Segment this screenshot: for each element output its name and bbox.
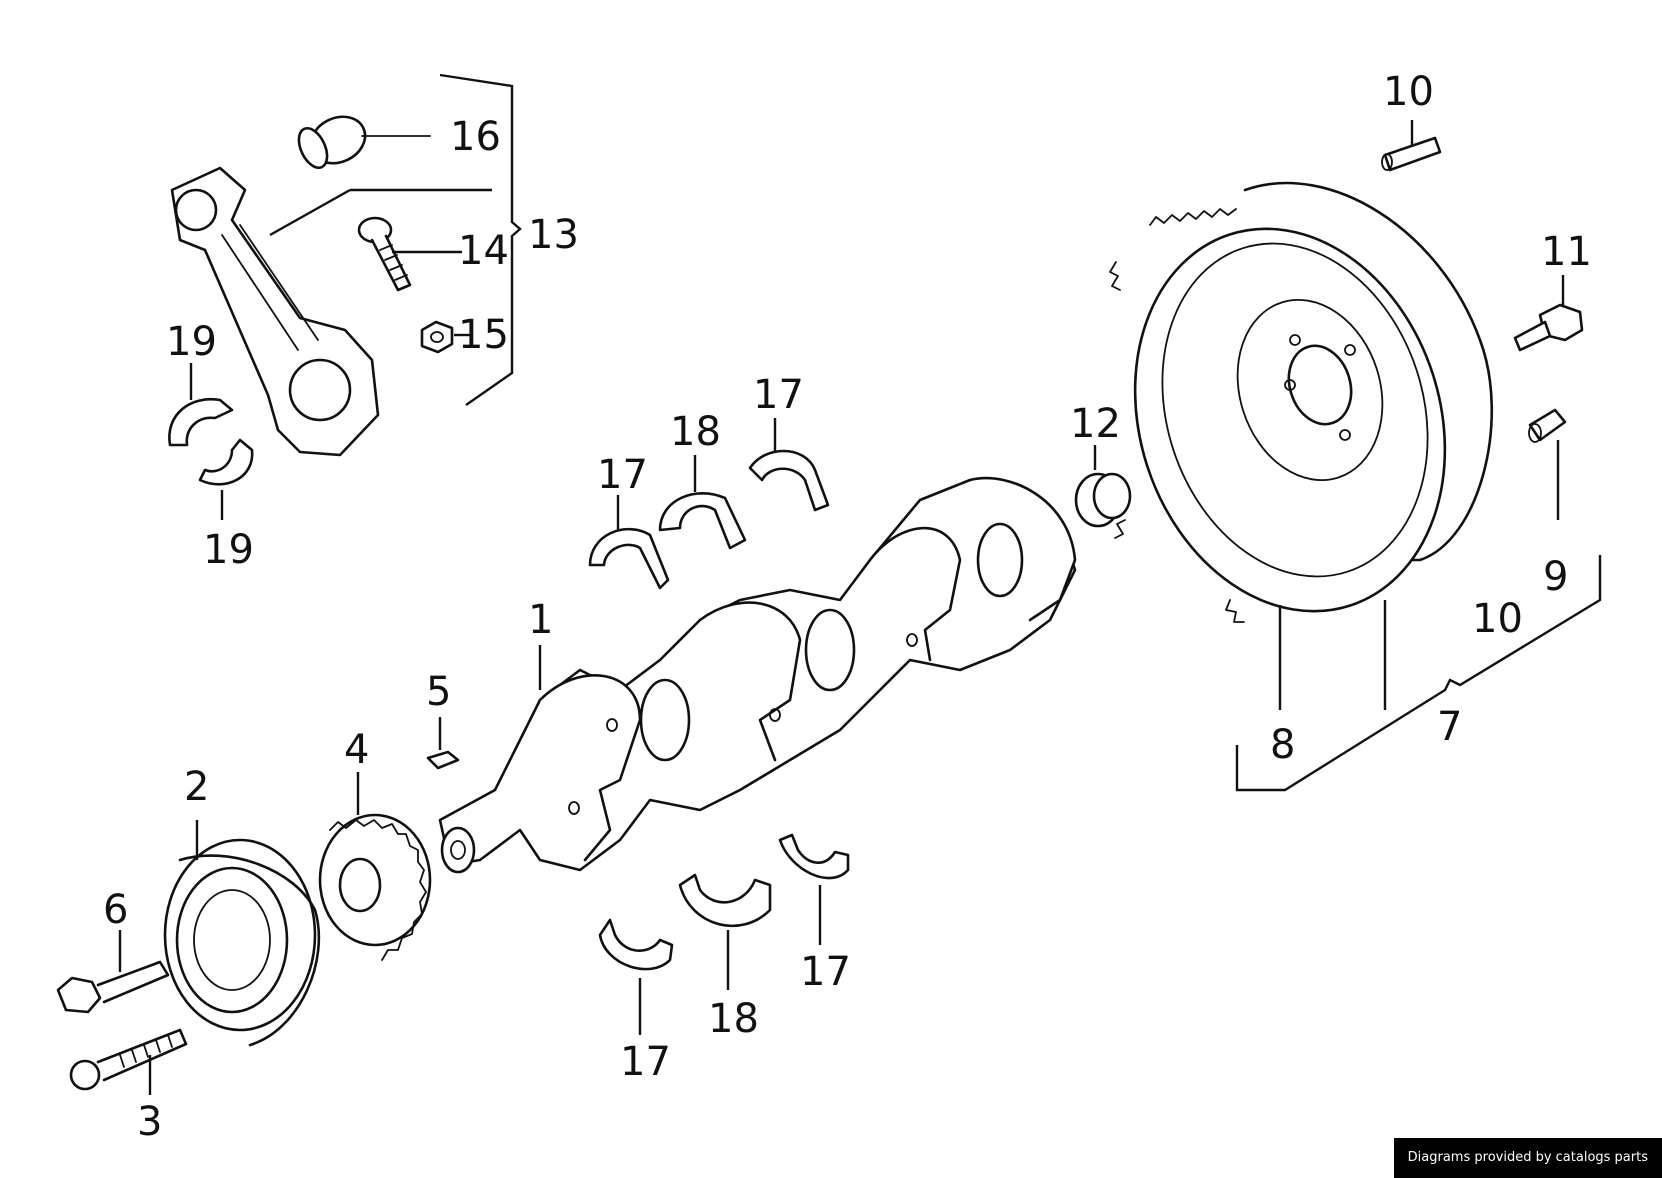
callout-10-top: 10 <box>1383 69 1434 115</box>
callout-16: 16 <box>450 114 501 160</box>
pilot-bushing <box>1074 445 1132 528</box>
rod-bolt <box>357 216 462 292</box>
callout-9: 9 <box>1543 554 1568 600</box>
callout-12: 12 <box>1070 401 1121 447</box>
callout-18-a: 18 <box>670 409 721 455</box>
footer-credit: Diagrams provided by catalogs parts <box>1393 1138 1662 1178</box>
sprocket-bolt <box>69 1028 188 1095</box>
callout-3: 3 <box>137 1099 162 1145</box>
callout-labels: 1 2 3 4 5 6 7 8 9 10 10 10 11 12 13 14 1… <box>103 69 1592 1145</box>
pulley-bolt <box>56 930 170 1014</box>
callout-19-b: 19 <box>203 527 254 573</box>
callout-13: 13 <box>528 212 579 258</box>
dowel-pin-right <box>1528 408 1567 520</box>
callout-17-b: 17 <box>753 372 804 418</box>
callout-2: 2 <box>184 764 209 810</box>
flywheel-bolt <box>1513 275 1584 352</box>
callout-11: 11 <box>1541 229 1592 275</box>
callout-6: 6 <box>103 887 128 933</box>
rod-nut <box>420 320 470 354</box>
main-bearing-shells-lower <box>598 833 850 1035</box>
callout-4: 4 <box>344 727 369 773</box>
woodruff-key <box>426 717 460 770</box>
callout-17-c: 17 <box>620 1039 671 1085</box>
callout-19-a: 19 <box>166 319 217 365</box>
flywheel <box>1109 181 1602 792</box>
callout-14: 14 <box>458 228 509 274</box>
crankshaft <box>438 476 1077 874</box>
main-bearing-shells-upper <box>588 418 830 590</box>
callout-7: 7 <box>1437 704 1462 750</box>
callout-18-b: 18 <box>708 996 759 1042</box>
callout-8: 8 <box>1270 722 1295 768</box>
callout-10-right: 10 <box>1472 596 1523 642</box>
callout-17-a: 17 <box>597 452 648 498</box>
connecting-rod <box>170 166 492 457</box>
callout-1: 1 <box>528 597 553 643</box>
connecting-rod-group <box>168 73 522 520</box>
callout-17-d: 17 <box>800 949 851 995</box>
callout-15: 15 <box>458 312 509 358</box>
dowel-pin-top <box>1381 120 1442 172</box>
rod-bearing-shells <box>168 363 254 520</box>
crank-pulley <box>163 820 321 1047</box>
small-end-bushing <box>297 115 431 169</box>
timing-sprocket <box>318 772 432 961</box>
callout-5: 5 <box>426 669 451 715</box>
